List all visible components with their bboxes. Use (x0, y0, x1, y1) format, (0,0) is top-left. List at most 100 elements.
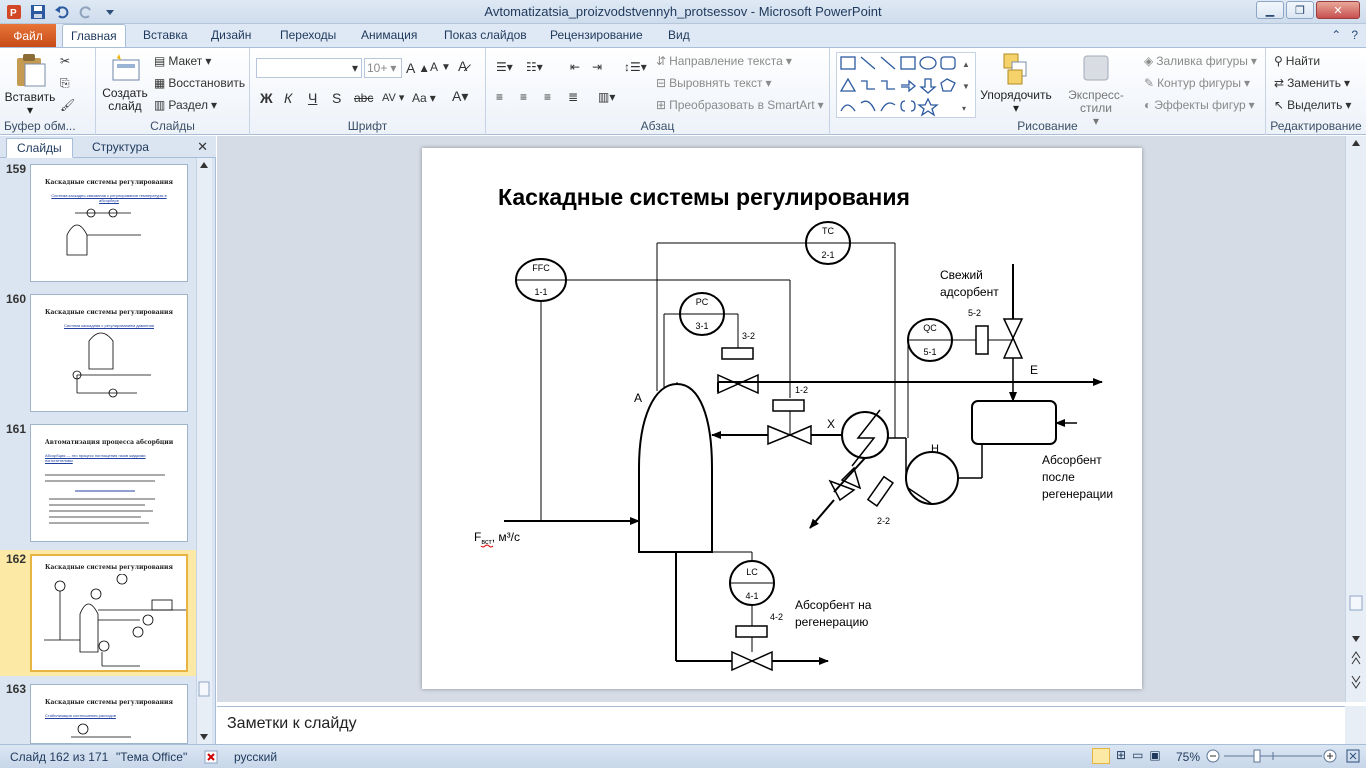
powerpoint-logo-icon[interactable]: P (4, 2, 24, 22)
tab-slides-panel[interactable]: Слайды (6, 138, 73, 158)
character-spacing-button[interactable]: AV▾ (382, 91, 405, 105)
slide-thumbnail[interactable]: Автоматизация процесса абсорбции Абсорбц… (30, 424, 188, 542)
effects-icon: ◐ (1144, 98, 1152, 112)
quick-styles-button[interactable]: Экспресс-стили ▾ (1056, 52, 1136, 128)
new-slide-button[interactable]: Создать слайд (100, 52, 150, 113)
shadow-button[interactable]: S (332, 90, 342, 106)
reading-view-icon[interactable]: ▭ (1132, 748, 1144, 762)
language-indicator[interactable]: русский (234, 750, 278, 764)
slide-thumbnail[interactable]: Каскадные системы регулирования (30, 554, 188, 672)
svg-text:▾: ▾ (962, 104, 966, 113)
justify-icon[interactable]: ≣ (568, 90, 579, 104)
shape-fill-button[interactable]: ◈Заливка фигуры ▾ (1144, 54, 1257, 68)
thumbnail-diagram (66, 208, 141, 256)
slide-thumbnail-row[interactable]: 161 Автоматизация процесса абсорбции Абс… (0, 420, 196, 546)
minimize-button[interactable]: ▁ (1256, 1, 1284, 19)
tab-transitions[interactable]: Переходы (280, 28, 337, 42)
italic-button[interactable]: К (284, 90, 293, 106)
format-painter-icon[interactable]: 🖌 (60, 98, 76, 112)
tab-file[interactable]: Файл (0, 24, 56, 47)
save-icon[interactable] (28, 2, 48, 22)
decrease-indent-icon[interactable]: ⇤ (570, 60, 581, 74)
tab-design[interactable]: Дизайн (211, 28, 252, 42)
spellcheck-icon[interactable] (204, 750, 222, 767)
shrink-font-icon[interactable]: A▼ (430, 60, 451, 74)
undo-icon[interactable] (52, 2, 72, 22)
tc-num: 2-1 (821, 250, 834, 260)
normal-view-icon[interactable] (1092, 748, 1110, 764)
align-left-icon[interactable]: ≡ (496, 90, 504, 104)
close-button[interactable]: ✕ (1316, 1, 1360, 19)
notes-pane[interactable]: Заметки к слайду (217, 706, 1345, 744)
thumbnail-title: Каскадные системы регулирования (45, 309, 173, 316)
slide-thumbnail-row[interactable]: 160 Каскадные системы регулирования Сист… (0, 290, 196, 416)
font-name-combo[interactable]: ▾ (256, 58, 362, 78)
slide-title[interactable]: Каскадные системы регулирования (498, 184, 910, 210)
tab-slideshow[interactable]: Показ слайдов (444, 28, 527, 42)
slide-sorter-icon[interactable]: ⊞ (1116, 748, 1127, 762)
zoom-slider[interactable] (1206, 748, 1340, 767)
numbering-icon[interactable]: ☷▾ (526, 60, 543, 74)
section-button[interactable]: ▥Раздел ▾ (154, 98, 218, 112)
slide-thumbnail-row[interactable]: 159 Каскадные системы регулирования Сист… (0, 160, 196, 286)
copy-icon[interactable]: ⎘ (60, 76, 70, 90)
customize-qat-icon[interactable] (100, 2, 120, 22)
align-center-icon[interactable]: ≡ (520, 90, 528, 104)
collapse-ribbon-icon[interactable]: ⌃ (1331, 28, 1342, 42)
tab-insert[interactable]: Вставка (143, 28, 188, 42)
slide-thumbnail[interactable]: Каскадные системы регулирования Система … (30, 294, 188, 412)
bullets-icon[interactable]: ☰▾ (496, 60, 513, 74)
change-case-button[interactable]: Aa▾ (412, 91, 436, 105)
notes-placeholder: Заметки к слайду (227, 715, 357, 732)
shape-outline-button[interactable]: ✎Контур фигуры ▾ (1144, 76, 1251, 90)
grow-font-icon[interactable]: A▲ (406, 60, 430, 76)
thumbnails-scrollbar[interactable] (196, 158, 212, 744)
slide-thumbnail-row[interactable]: 163 Каскадные системы регулирования Стаб… (0, 680, 196, 744)
columns-icon[interactable]: ▥▾ (598, 90, 616, 104)
bold-button[interactable]: Ж (260, 90, 273, 106)
smartart-button[interactable]: ⊞Преобразовать в SmartArt ▾ (656, 98, 824, 112)
font-color-button[interactable]: A▾ (452, 88, 469, 104)
cut-icon[interactable]: ✂ (60, 54, 71, 68)
clear-formatting-icon[interactable]: A̷ (458, 58, 468, 74)
tab-animations[interactable]: Анимация (361, 28, 418, 42)
reset-icon: ▦ (154, 76, 166, 90)
underline-button[interactable]: Ч (308, 90, 318, 106)
slide-thumbnail-row-selected[interactable]: 162 Каскадные системы регулирования (0, 550, 196, 676)
current-slide[interactable]: Каскадные системы регулирования (422, 148, 1142, 689)
fit-slide-icon[interactable] (1346, 749, 1360, 766)
quick-styles-icon (1083, 55, 1109, 81)
line-spacing-icon[interactable]: ↕☰▾ (624, 60, 647, 74)
increase-indent-icon[interactable]: ⇥ (592, 60, 603, 74)
zoom-level[interactable]: 75% (1176, 750, 1201, 764)
align-right-icon[interactable]: ≡ (544, 90, 552, 104)
shapes-gallery[interactable]: ▲ ▼ ▾ (836, 52, 976, 118)
layout-button[interactable]: ▤Макет ▾ (154, 54, 212, 68)
notes-scrollbar[interactable] (1345, 706, 1366, 744)
editing-label: Редактирование (1270, 119, 1362, 133)
close-pane-icon[interactable]: ✕ (197, 139, 208, 154)
reset-button[interactable]: ▦Восстановить (154, 76, 246, 90)
find-button[interactable]: ⚲Найти (1274, 54, 1321, 68)
maximize-button[interactable]: ❐ (1286, 1, 1314, 19)
slide-thumbnail[interactable]: Каскадные системы регулирования Стабилиз… (30, 684, 188, 744)
slideshow-icon[interactable]: ▣ (1149, 748, 1161, 762)
replace-button[interactable]: ⇄Заменить ▾ (1274, 76, 1351, 90)
paste-button[interactable]: Вставить ▾ (4, 52, 56, 117)
tab-home[interactable]: Главная (62, 24, 126, 48)
slide-thumbnail[interactable]: Каскадные системы регулирования Система … (30, 164, 188, 282)
select-button[interactable]: ↖Выделить ▾ (1274, 98, 1352, 112)
text-direction-button[interactable]: ⇵Направление текста ▾ (656, 54, 792, 68)
tab-outline-panel[interactable]: Структура (92, 140, 149, 154)
strikethrough-button[interactable]: abc (354, 91, 374, 105)
help-icon[interactable]: ? (1351, 28, 1358, 42)
tab-review[interactable]: Рецензирование (550, 28, 643, 42)
font-size-combo[interactable]: 10+ ▾ (364, 58, 402, 78)
slide-vertical-scrollbar[interactable] (1345, 136, 1366, 702)
tab-view[interactable]: Вид (668, 28, 690, 42)
align-text-button[interactable]: ⊟Выровнять текст ▾ (656, 76, 772, 90)
shape-effects-button[interactable]: ◐Эффекты фигур ▾ (1144, 98, 1255, 112)
fresh-absorbent-label-1: Свежий (940, 268, 983, 282)
redo-icon[interactable] (76, 2, 96, 22)
arrange-button[interactable]: Упорядочить ▾ (978, 52, 1054, 115)
